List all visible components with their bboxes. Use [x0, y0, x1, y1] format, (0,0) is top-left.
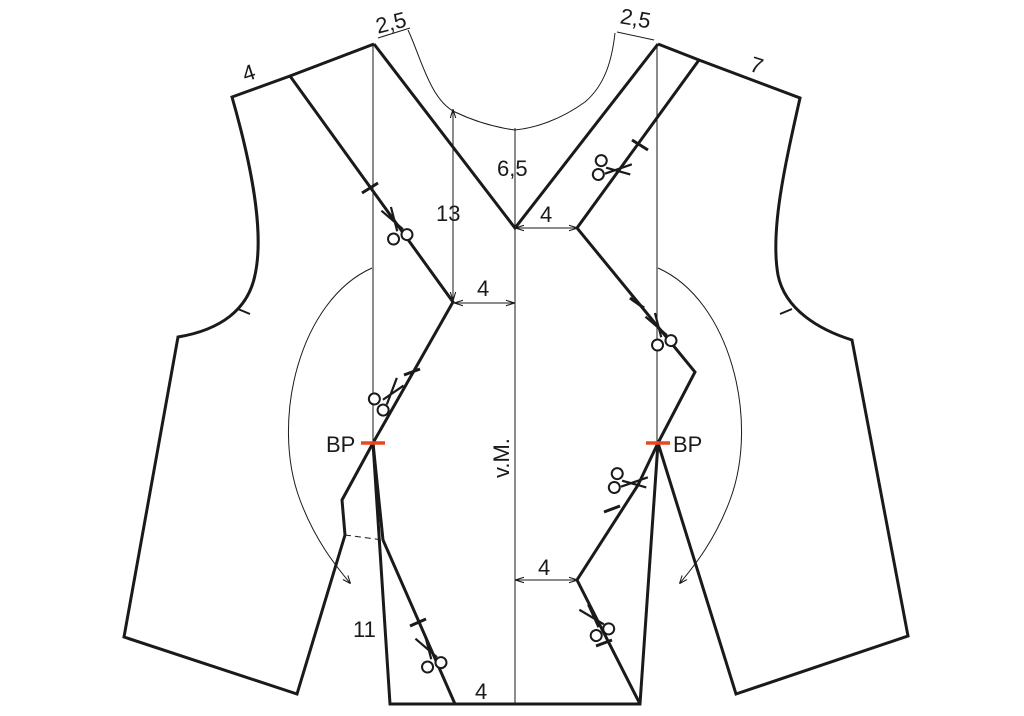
- left-side-piece: [122, 42, 375, 696]
- left-cut-line: [288, 75, 455, 444]
- scissors-icon: [413, 631, 449, 675]
- neck-tick-left: [377, 27, 411, 39]
- center-v-line: [372, 43, 660, 231]
- bp-left-label: BP: [326, 432, 355, 457]
- pattern-outlines: [122, 42, 910, 706]
- lower-cut-line: [371, 442, 457, 705]
- notch-marks: [237, 138, 793, 648]
- neck-tick-right: [616, 31, 655, 41]
- dart-11-label: 11: [353, 617, 376, 642]
- right-side-piece: [656, 42, 910, 696]
- cut-tick: [409, 617, 427, 628]
- cut-tick: [361, 181, 379, 195]
- dashed-connector: [344, 534, 384, 541]
- scissors-icon: [604, 464, 651, 505]
- armhole-notch-left: [237, 308, 251, 315]
- neck-left-label: 2,5: [373, 7, 409, 39]
- depth-13-label: 13: [436, 201, 460, 226]
- neck-right-label: 2,5: [618, 3, 652, 33]
- shoulder-left-label: 4: [239, 59, 258, 87]
- cut-tick: [595, 638, 613, 648]
- offset-low-label: 4: [538, 555, 550, 580]
- neckline-curve: [407, 29, 616, 131]
- hem-label: 4: [475, 679, 487, 704]
- offset-mid-label: 4: [477, 276, 489, 301]
- neck-depth-label: 6,5: [497, 156, 528, 181]
- curved-arrow-icon: [657, 267, 742, 583]
- offset-top-label: 4: [540, 202, 552, 227]
- cut-tick: [403, 367, 421, 377]
- center-front-label: v.M.: [489, 438, 514, 478]
- right-cut-line: [575, 59, 701, 444]
- curved-arrow-icon: [288, 267, 373, 583]
- scissors-icon: [577, 597, 618, 645]
- cut-tick: [629, 296, 645, 310]
- construction-lines: [288, 27, 742, 705]
- cut-tick: [631, 138, 649, 152]
- armhole-notch-right: [779, 308, 793, 315]
- cut-tick: [603, 504, 621, 514]
- shoulder-right-label: 7: [747, 52, 766, 80]
- bp-right-label: BP: [673, 432, 702, 457]
